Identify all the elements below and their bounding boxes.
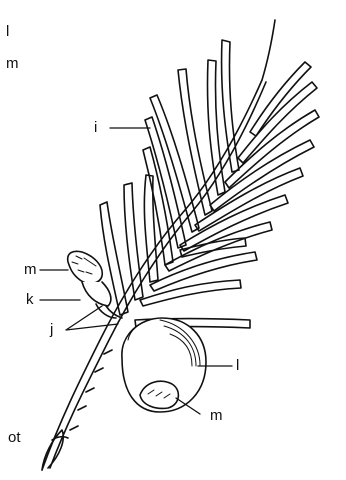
needles-right [135, 62, 319, 328]
label-needle-i: i [94, 120, 97, 135]
label-top-m: m [6, 56, 19, 71]
label-scale-j: j [50, 322, 53, 337]
label-cone-k: k [26, 292, 34, 307]
label-top-l: l [6, 24, 9, 39]
label-aril-m: m [210, 408, 223, 423]
needles-left [100, 40, 239, 315]
label-cone-m: m [24, 262, 37, 277]
leader-j [66, 306, 118, 330]
aril-with-seed [122, 318, 206, 412]
label-aril-l: l [236, 358, 239, 373]
label-bottom-text: ot [8, 430, 21, 445]
